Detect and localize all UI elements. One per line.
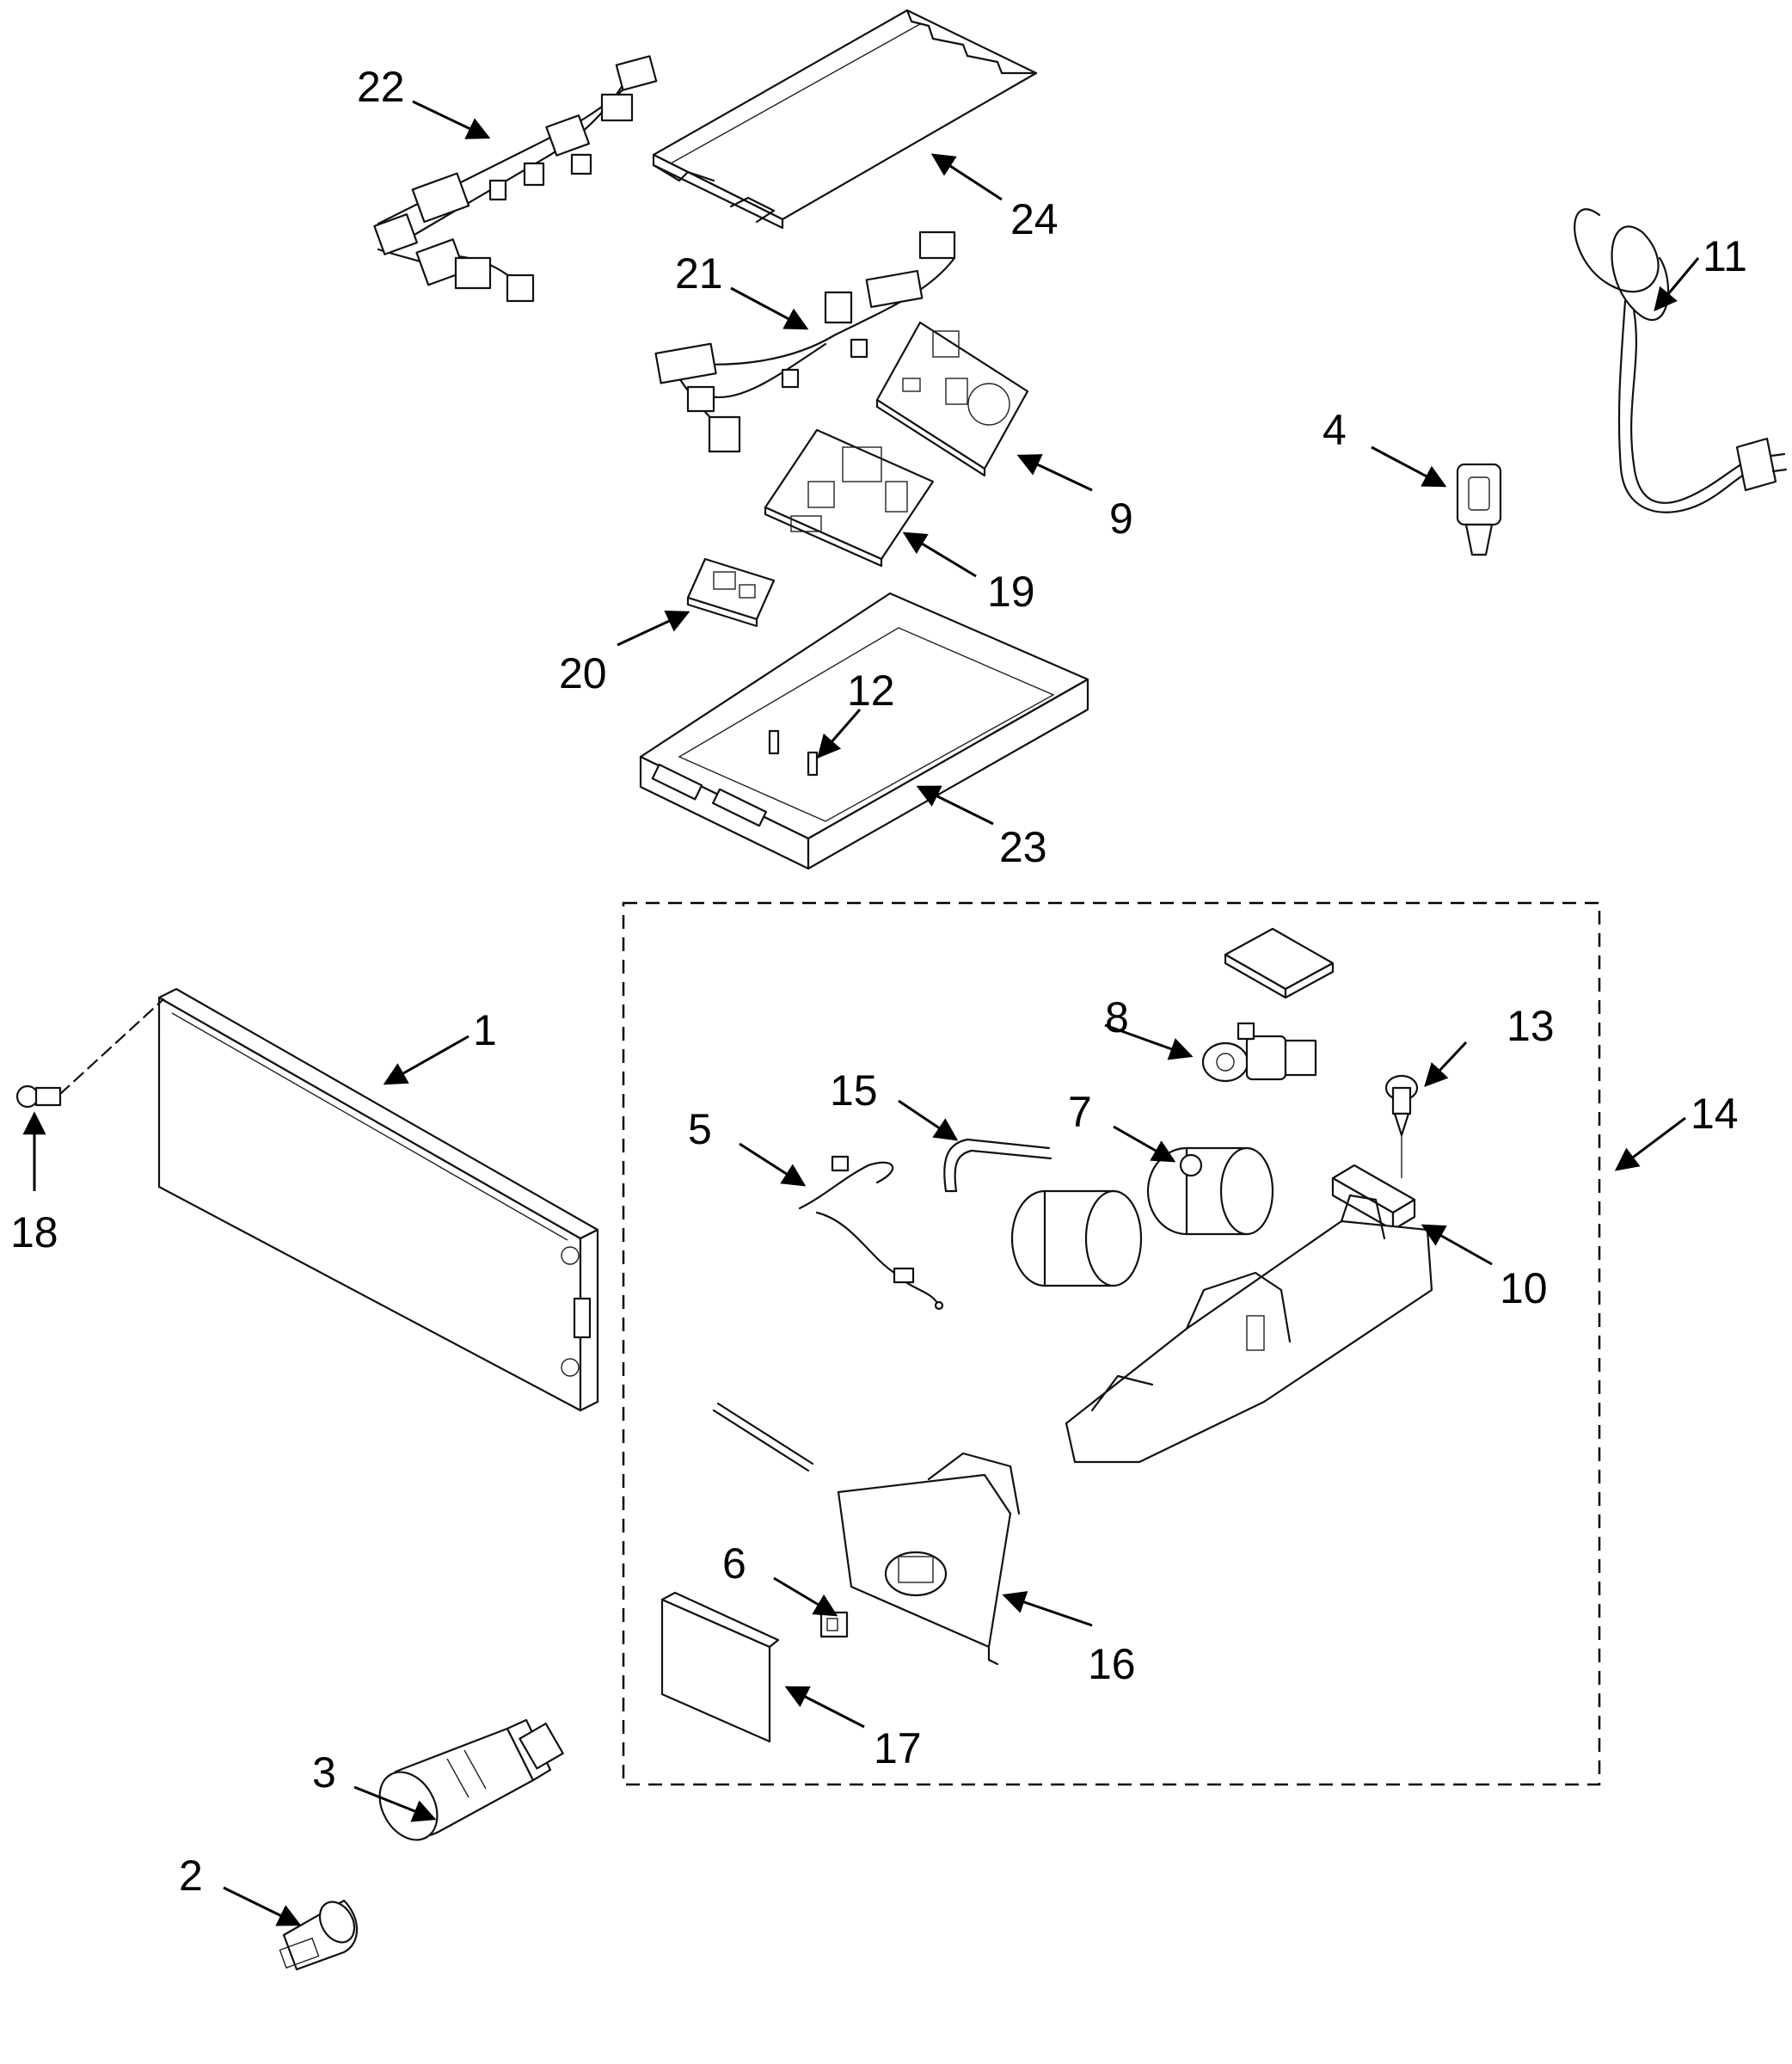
callout-4: 4 xyxy=(1323,406,1347,454)
part-10-switch xyxy=(1331,1164,1416,1232)
valve-cover-plate xyxy=(1224,927,1335,999)
callout-23: 23 xyxy=(999,823,1047,871)
part-8-water-valve xyxy=(1201,1022,1317,1083)
part-15-tube xyxy=(943,1138,1052,1193)
callout-19: 19 xyxy=(987,568,1035,616)
part-22-wire-harness xyxy=(373,55,658,303)
part-3-water-filter xyxy=(378,1718,564,1841)
callout-20: 20 xyxy=(559,649,607,697)
callout-24: 24 xyxy=(1010,195,1059,243)
callout-17: 17 xyxy=(874,1724,922,1772)
callout-18: 18 xyxy=(10,1208,58,1256)
part-5-wire-thermistor xyxy=(798,1155,944,1311)
callout-3: 3 xyxy=(312,1748,336,1797)
part-6-small-switch xyxy=(819,1611,849,1638)
callout-1: 1 xyxy=(473,1006,497,1054)
part-11-power-cord xyxy=(1574,208,1788,513)
part-9-power-board xyxy=(875,321,1029,477)
part-13-screw xyxy=(1384,1074,1419,1178)
part-2-filter-cap xyxy=(279,1899,358,1971)
callout-12: 12 xyxy=(847,666,895,715)
part-24-cover xyxy=(652,9,1038,230)
callout-11: 11 xyxy=(1703,232,1747,280)
callout-22: 22 xyxy=(357,63,405,111)
part-21-wire-harness xyxy=(654,230,956,453)
callout-21: 21 xyxy=(675,249,723,298)
part-7-ice-motor xyxy=(1146,1146,1274,1236)
part-1-access-panel xyxy=(157,987,599,1412)
callout-9: 9 xyxy=(1109,494,1133,543)
ice-chute-cylinder xyxy=(1010,1189,1143,1287)
callout-2: 2 xyxy=(179,1852,203,1900)
callout-10: 10 xyxy=(1500,1264,1548,1312)
part-17-door-panel xyxy=(660,1591,780,1743)
part-4-cord-clamp xyxy=(1456,463,1502,556)
part-14-assembly-boundary xyxy=(622,901,1601,1786)
callout-14: 14 xyxy=(1691,1090,1739,1138)
part-18-screw xyxy=(15,998,165,1109)
dispenser-housing xyxy=(1065,1194,1433,1464)
part-19-control-board xyxy=(764,428,935,568)
callout-15: 15 xyxy=(830,1066,878,1115)
callout-8: 8 xyxy=(1105,993,1129,1041)
part-16-dispenser-chute xyxy=(837,1452,1021,1666)
callout-5: 5 xyxy=(688,1105,712,1153)
part-23-control-tray xyxy=(639,592,1089,870)
callout-7: 7 xyxy=(1068,1088,1092,1136)
callout-13: 13 xyxy=(1507,1002,1555,1050)
callout-arrows xyxy=(22,100,1700,1926)
part-20-small-board xyxy=(686,557,776,628)
actuator-rod xyxy=(712,1402,814,1472)
callout-6: 6 xyxy=(722,1539,746,1588)
callout-16: 16 xyxy=(1088,1640,1136,1688)
callout-labels: 22 24 11 21 4 9 19 20 12 23 1 18 8 13 14… xyxy=(10,63,1747,1900)
